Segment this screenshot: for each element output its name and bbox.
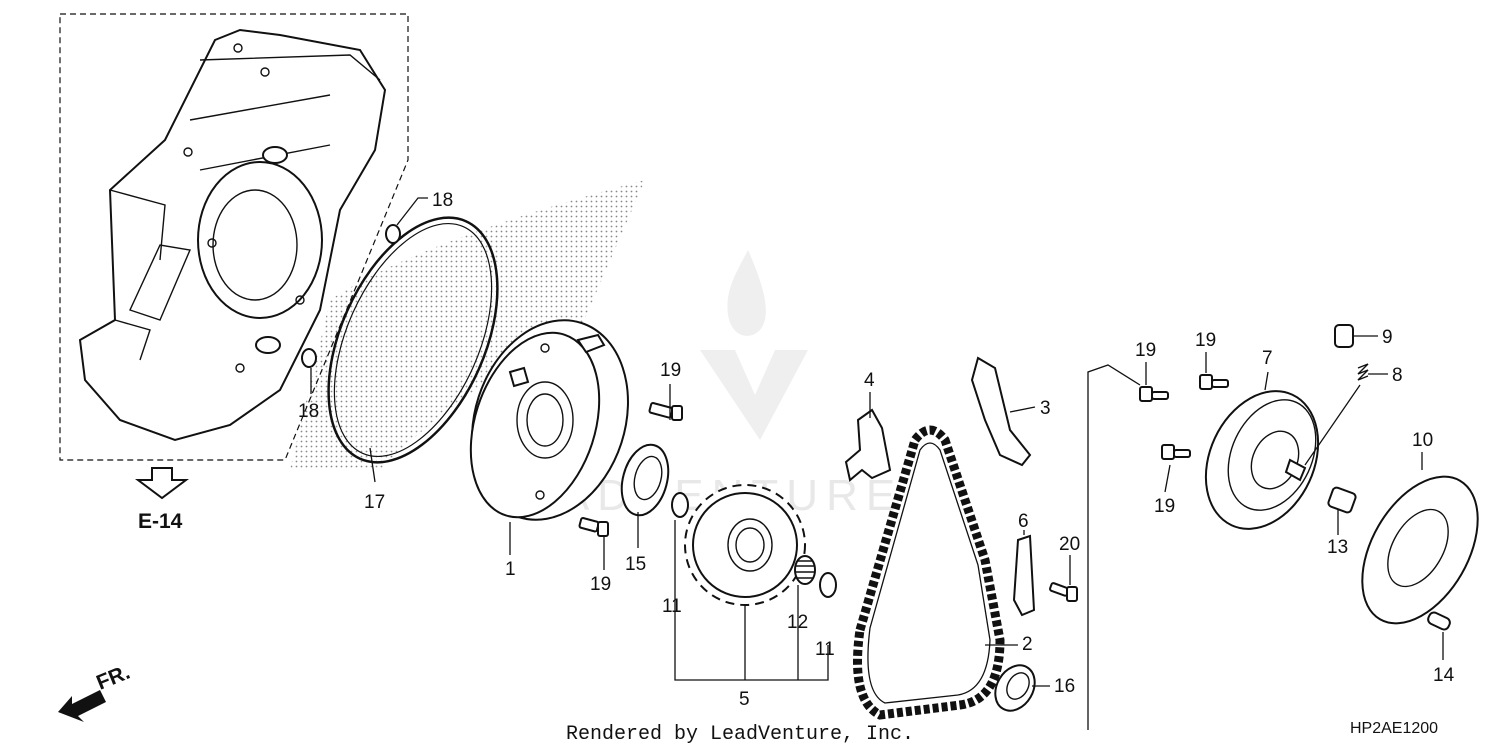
callouts: 1 2 3 4 5 6 7 8 9 10 11 11 12 13 14 15 1… [298,190,1455,710]
callout-19-right-a: 19 [1135,340,1156,361]
tensioner-slipper-3 [970,356,1032,467]
callout-2: 2 [1022,634,1033,655]
callout-7: 7 [1262,348,1273,369]
callout-6: 6 [1018,511,1029,532]
bolt-20 [1049,582,1078,602]
callout-3: 3 [1040,398,1051,419]
callout-19-cover-upper: 19 [660,360,681,381]
bolt-cover-lower [578,517,609,537]
washer-upper [385,224,401,244]
cam-chain [853,425,1005,720]
engine-case-reference [59,13,409,461]
oil-seal-15 [620,443,670,517]
spring-leader [1304,384,1361,466]
callout-18-upper: 18 [432,190,453,211]
callout-17: 17 [364,492,385,513]
chain-guide-4 [844,408,892,482]
drawing-code: HP2AE1200 [1350,720,1438,737]
circlip-left [671,492,689,518]
callout-16: 16 [1054,676,1075,697]
callout-19-right-c: 19 [1154,496,1175,517]
plate-6 [1012,534,1036,617]
roller-cap-9 [1334,324,1354,348]
cover-drum [469,319,629,521]
circlip-right [819,572,837,598]
render-credit: Rendered by LeadVenture, Inc. [566,723,914,746]
one-way-clutch [1204,390,1320,530]
callout-5: 5 [739,689,750,710]
callout-18-lower: 18 [298,401,319,422]
callout-19-right-b: 19 [1195,330,1216,351]
callout-15: 15 [625,554,646,575]
needle-bearing [794,555,816,585]
callout-8: 8 [1392,365,1403,386]
bolt-right-b [1199,374,1229,390]
roller-13 [1327,486,1357,514]
pin-14 [1427,611,1451,631]
shading-area [290,180,645,470]
spring-8 [1357,363,1369,381]
o-ring-gasket [327,216,499,464]
assembly-bracket [1087,364,1141,730]
clutch-plate-10 [1361,475,1479,625]
leader-lines [310,197,1444,687]
washer-lower [301,348,317,368]
callout-12: 12 [787,612,808,633]
callout-14: 14 [1433,665,1455,686]
reference-arrow: E-14 [135,467,189,533]
front-label: FR. [93,661,133,695]
callout-19-cover-lower: 19 [590,574,611,595]
bolt-right-a [1139,386,1169,402]
callout-4: 4 [864,370,875,391]
callout-9: 9 [1382,327,1393,348]
oil-seal-16 [994,664,1036,712]
callout-11-right: 11 [815,639,835,660]
callout-20: 20 [1059,534,1080,555]
sprocket [684,484,806,606]
bolt-right-c [1161,444,1191,460]
callout-13: 13 [1327,537,1348,558]
front-direction-arrow: FR. [58,661,133,722]
callout-11-left: 11 [662,596,682,617]
bolt-cover-upper [648,402,683,421]
reference-label: E-14 [138,510,183,533]
callout-1: 1 [505,559,516,580]
callout-10: 10 [1412,430,1433,451]
